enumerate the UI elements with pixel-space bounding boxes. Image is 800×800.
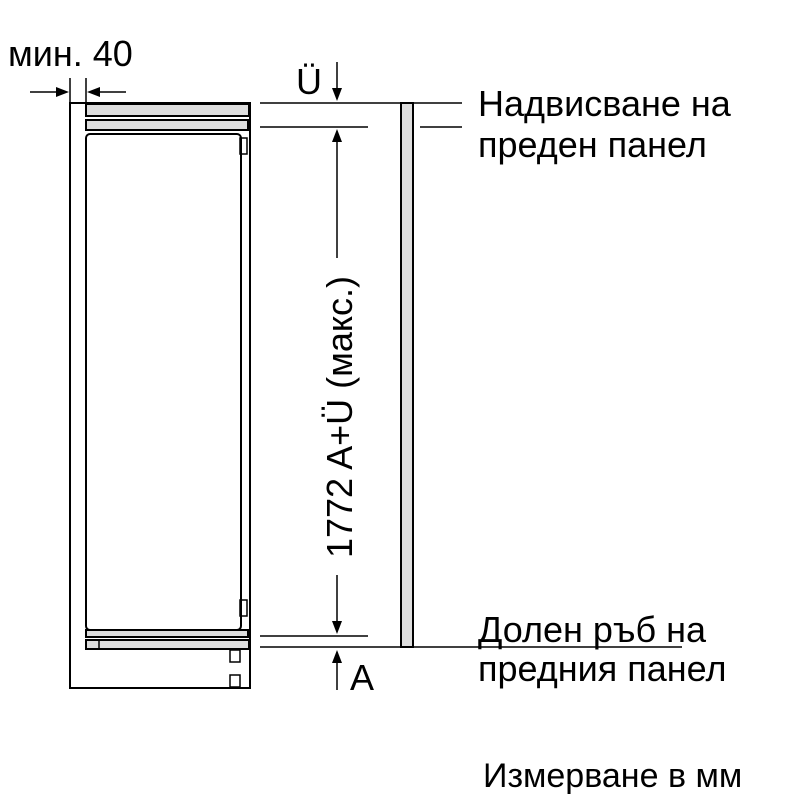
hinge-side-detail xyxy=(239,137,248,155)
bottom-hinge-strip xyxy=(85,629,249,638)
bottom-cover-strip xyxy=(85,639,250,650)
overhang-arrow-head xyxy=(332,88,342,101)
top-cover-strip xyxy=(85,103,250,117)
bottom-edge-text-line2: предния панел xyxy=(478,648,726,689)
bottom-edge-text-line1: Долен ръб на xyxy=(478,609,707,650)
overhang-text-line1: Надвисване на xyxy=(478,83,732,124)
bottom-arrow-head xyxy=(332,650,342,663)
hinge-side-detail-bottom xyxy=(239,599,248,617)
min-gap-arrow-left-head xyxy=(56,87,69,97)
bottom-symbol-label: A xyxy=(350,657,374,698)
front-panel xyxy=(400,102,414,648)
plinth-block-2 xyxy=(229,674,241,688)
min-gap-label: мин. 40 xyxy=(8,33,133,74)
height-dim-arrow-top xyxy=(332,129,342,142)
min-gap-arrow-right-head xyxy=(87,87,100,97)
units-note: Измерване в мм xyxy=(483,757,742,795)
height-dimension-label: 1772 A+Ü (макс.) xyxy=(319,276,360,558)
top-hinge-strip xyxy=(85,119,249,131)
overhang-text-line2: преден панел xyxy=(478,124,707,165)
plinth-block-1 xyxy=(229,649,241,663)
height-dim-arrow-bottom xyxy=(332,621,342,634)
appliance-body xyxy=(85,133,242,631)
overhang-symbol-label: Ü xyxy=(296,61,322,102)
cabinet-niche xyxy=(69,102,251,689)
